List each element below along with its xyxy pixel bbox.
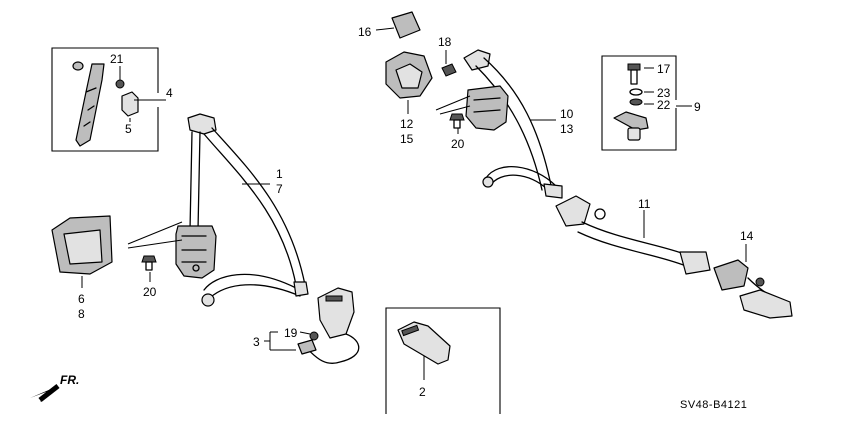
part-pillar-cover: 6 8 xyxy=(51,215,113,321)
callout-12: 12 xyxy=(400,117,414,131)
part-rear-seat-belt-assembly: 18 10 13 xyxy=(435,35,574,199)
callout-1: 1 xyxy=(276,167,283,181)
callout-4: 4 xyxy=(166,86,173,100)
callout-10: 10 xyxy=(560,107,574,121)
part-group-upper-anchor-cover: 21 5 4 xyxy=(51,47,173,152)
callout-13: 13 xyxy=(560,122,574,136)
callout-11: 11 xyxy=(638,197,651,211)
callout-16: 16 xyxy=(358,25,372,39)
diagram-code: SV48-B4121 xyxy=(680,399,747,411)
direction-label: FR. xyxy=(60,373,79,387)
callout-18: 18 xyxy=(438,35,452,49)
callout-9: 9 xyxy=(694,100,701,114)
front-direction-arrow: FR. xyxy=(30,373,79,402)
part-front-seat-belt-assembly: 1 7 xyxy=(127,113,309,307)
callout-2: 2 xyxy=(419,385,426,399)
part-front-buckle: 19 3 xyxy=(253,287,360,364)
part-group-anchor-hardware: 17 23 22 9 xyxy=(601,55,701,151)
callout-23: 23 xyxy=(657,86,671,100)
callout-8: 8 xyxy=(78,307,85,321)
callout-21: 21 xyxy=(110,52,124,66)
callout-6: 6 xyxy=(78,292,85,306)
part-center-lap-belt: 11 xyxy=(555,195,711,275)
callout-20-left: 20 xyxy=(143,285,157,299)
part-bolt-right: 20 xyxy=(449,113,465,151)
callout-7: 7 xyxy=(276,182,283,196)
callout-14: 14 xyxy=(740,229,754,243)
part-bolt-left: 20 xyxy=(141,255,157,299)
callout-5: 5 xyxy=(125,122,132,136)
callout-19: 19 xyxy=(284,326,298,340)
callout-22: 22 xyxy=(657,98,671,112)
part-group-buckle-2: 2 xyxy=(385,307,501,414)
part-center-buckle: 14 xyxy=(713,229,793,319)
callout-17: 17 xyxy=(657,62,671,76)
part-rear-trim-cover: 16 12 15 xyxy=(358,11,433,146)
callout-3: 3 xyxy=(253,335,260,349)
callout-15: 15 xyxy=(400,132,414,146)
callout-20-right: 20 xyxy=(451,137,465,151)
